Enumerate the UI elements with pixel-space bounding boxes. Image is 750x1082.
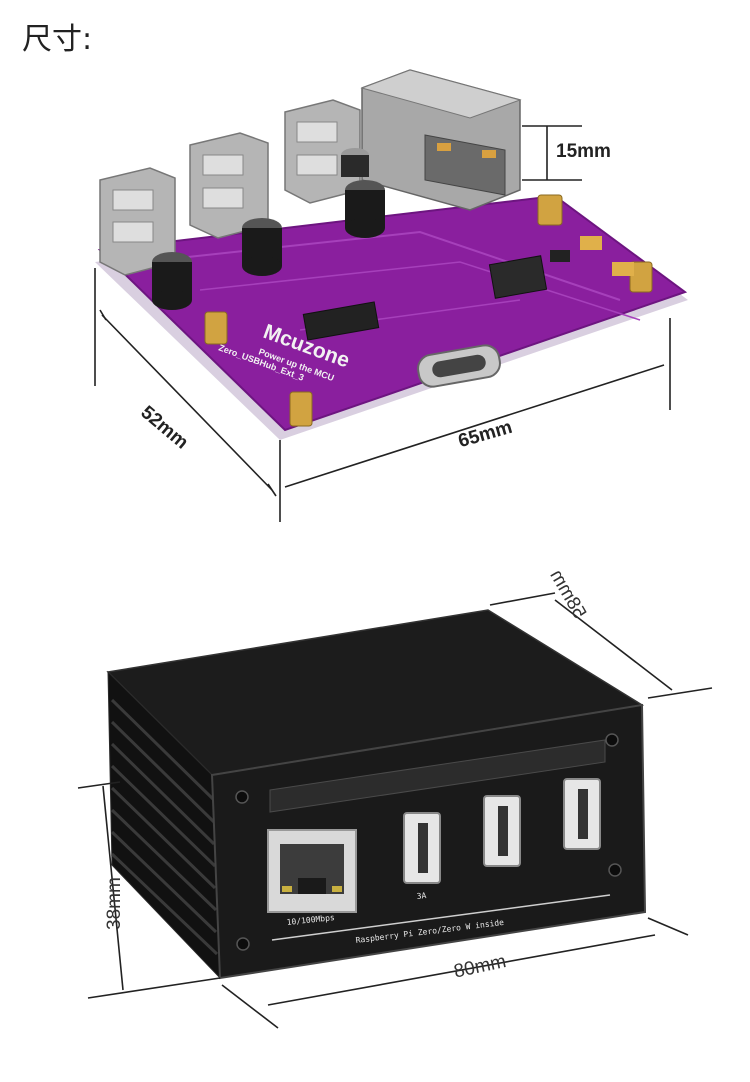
- case-dim-label-38mm: 38mm: [104, 877, 125, 930]
- dim-line-65mm: [279, 318, 671, 522]
- dim-label-15mm: 15mm: [556, 141, 611, 162]
- case-screws: [235, 733, 622, 951]
- usb-port-3: [284, 99, 361, 204]
- case-fins: [110, 698, 219, 956]
- case-dim-lines: [77, 592, 713, 1029]
- capacitors: [152, 148, 385, 310]
- usb-port-2: [189, 132, 269, 239]
- dim-line-52mm: [94, 268, 277, 497]
- ethernet-jack: [360, 69, 522, 211]
- standoffs: [204, 194, 653, 427]
- hub-ic: [488, 255, 548, 299]
- usb-port-1: [99, 167, 176, 276]
- dim-line-15mm: [522, 125, 582, 181]
- regulator-ic: [302, 301, 380, 341]
- page-title: 尺寸:: [22, 22, 93, 57]
- case-ethernet-port: [267, 829, 357, 913]
- usb-power-text: 3A: [416, 891, 427, 901]
